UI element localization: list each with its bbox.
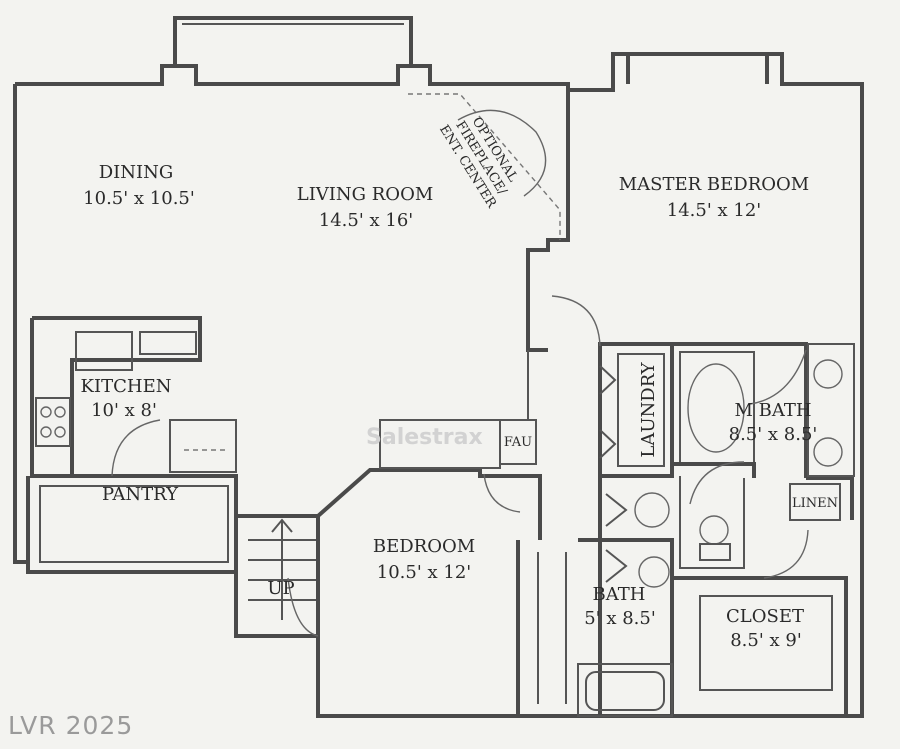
interior-walls	[26, 84, 855, 717]
closet-name: CLOSET	[726, 606, 804, 627]
door-swings	[111, 93, 809, 637]
closet-size: 8.5' x 9'	[730, 630, 802, 651]
bedroom-name: BEDROOM	[373, 536, 475, 557]
master-bath-size: 8.5' x 8.5'	[729, 424, 818, 445]
dining-size: 10.5' x 10.5'	[83, 188, 195, 209]
master-bedroom-size: 14.5' x 12'	[667, 200, 761, 221]
exterior-walls	[13, 16, 864, 718]
master-bath-name: M BATH	[734, 400, 811, 421]
room-labels: DINING 10.5' x 10.5' LIVING ROOM 14.5' x…	[81, 115, 838, 651]
bath-size: 5' x 8.5'	[584, 608, 656, 629]
dining-name: DINING	[99, 162, 174, 183]
living-room-name: LIVING ROOM	[297, 184, 434, 205]
pantry-name: PANTRY	[102, 484, 179, 505]
kitchen-size: 10' x 8'	[91, 400, 157, 421]
fau-label: FAU	[504, 435, 532, 450]
linen-label: LINEN	[792, 496, 838, 511]
mls-watermark: LVR 2025	[8, 711, 133, 740]
stairs-up-label: UP	[267, 578, 294, 599]
bath-name: BATH	[593, 584, 646, 605]
bedroom-size: 10.5' x 12'	[377, 562, 471, 583]
master-bedroom-name: MASTER BEDROOM	[619, 174, 809, 195]
kitchen-name: KITCHEN	[81, 376, 172, 397]
laundry-label: LAUNDRY	[638, 361, 659, 457]
center-watermark: Salestrax	[366, 425, 483, 450]
living-room-size: 14.5' x 16'	[319, 210, 413, 231]
